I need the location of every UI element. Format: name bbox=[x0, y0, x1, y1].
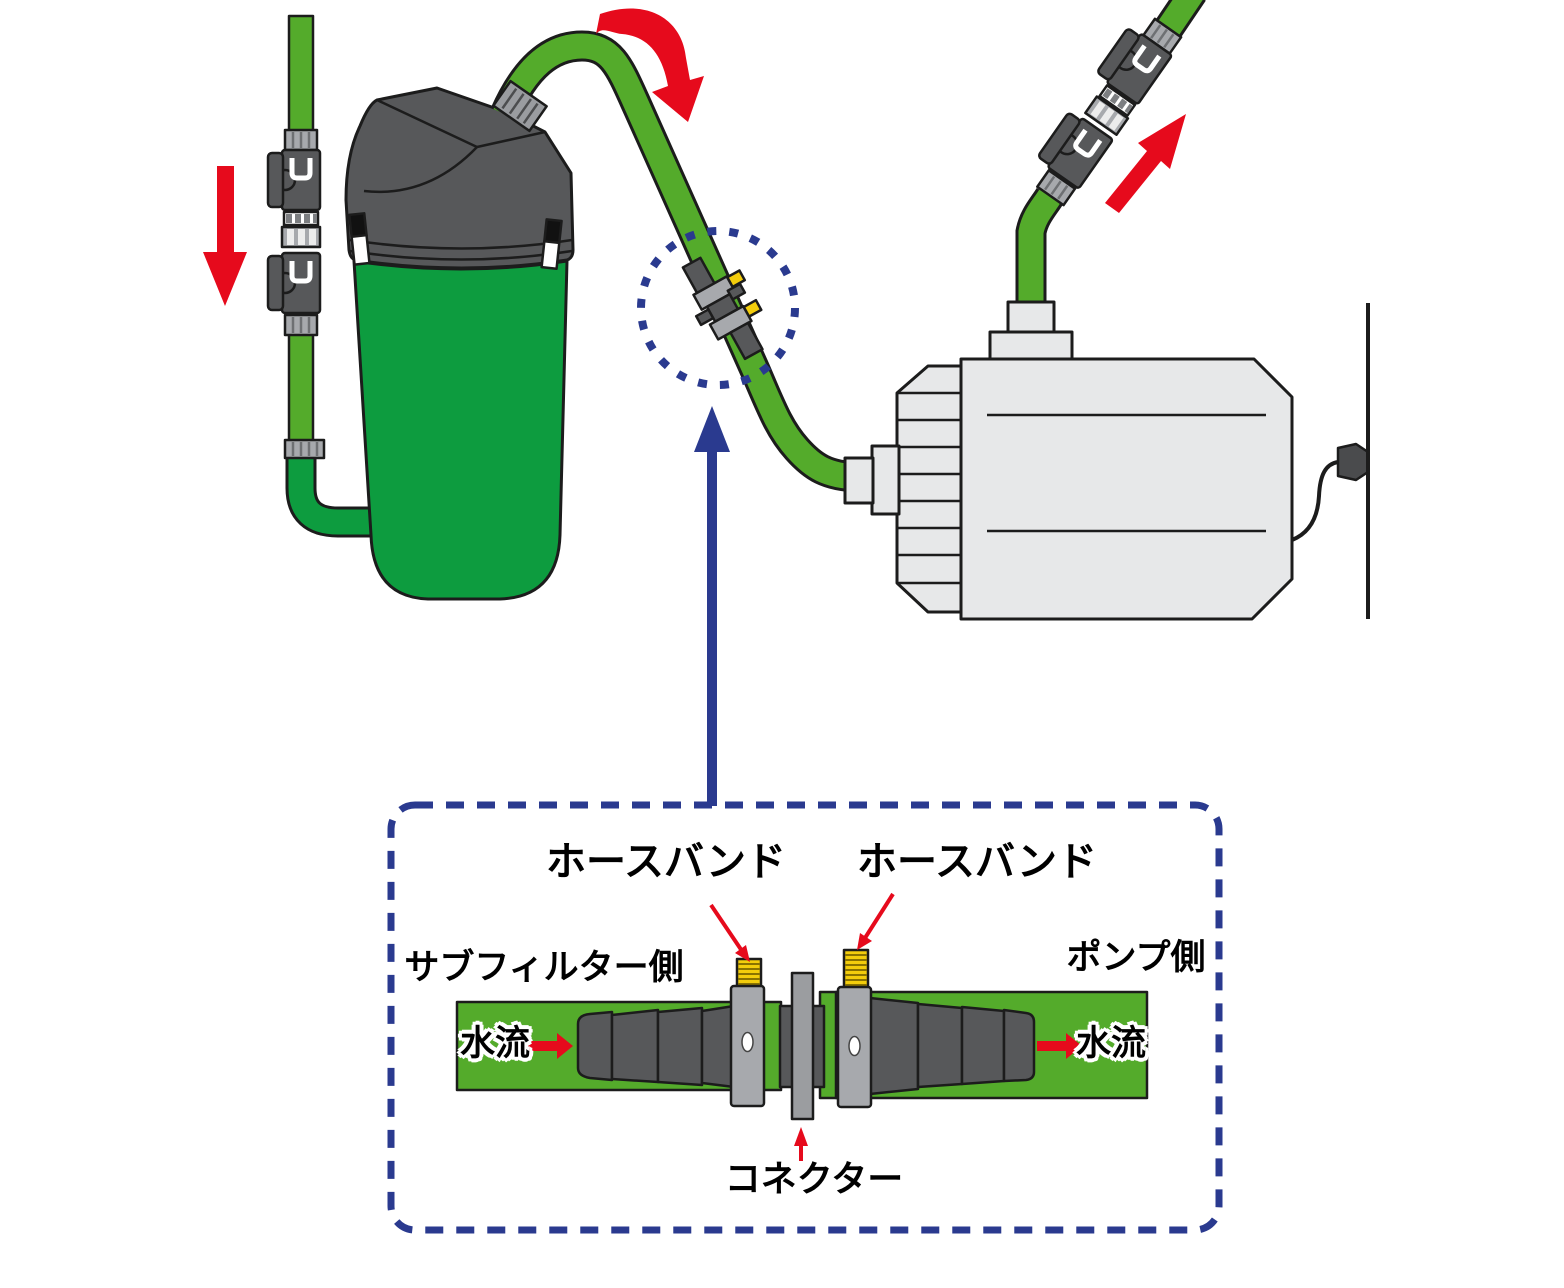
inset-screw-left bbox=[735, 957, 763, 991]
inset-flow-arrow-right-icon bbox=[1037, 1033, 1082, 1059]
canister-body bbox=[352, 259, 569, 601]
double-tap-valve-left bbox=[268, 130, 320, 335]
detail-area-circle-icon bbox=[637, 227, 799, 389]
hose-band-label-right: ホースバンド bbox=[857, 840, 1097, 884]
water-flow-label-right: 水流 bbox=[1075, 1024, 1147, 1063]
main-hose bbox=[490, 30, 859, 493]
pump-top-port bbox=[1006, 300, 1056, 335]
hose-band-label-left: ホースバンド bbox=[546, 840, 786, 884]
return-flow-arrow-icon bbox=[1105, 114, 1186, 213]
hose-connector-assembly bbox=[681, 256, 764, 361]
pump-body bbox=[959, 357, 1294, 621]
inset-label-arrow-right-icon bbox=[857, 892, 895, 950]
power-plug bbox=[1336, 442, 1370, 482]
canister-clip-right bbox=[540, 218, 563, 270]
canister-clip-left bbox=[348, 212, 371, 266]
pump-ribbed-section bbox=[895, 364, 963, 614]
inset-connector-arrow-icon bbox=[794, 1127, 808, 1161]
inset-detail-box bbox=[387, 801, 1223, 1234]
double-tap-valve-right bbox=[1023, 9, 1183, 207]
pump bbox=[843, 300, 1294, 621]
connector-label: コネクター bbox=[724, 1158, 904, 1199]
sub-filter-canister bbox=[344, 86, 575, 601]
inset-barb-right bbox=[868, 996, 1036, 1096]
detail-pointer-arrow-icon bbox=[694, 406, 730, 806]
inset-border bbox=[387, 801, 1223, 1234]
intake-hose-left bbox=[283, 14, 396, 538]
inset-screw-right bbox=[842, 948, 870, 992]
flow-down-arrow-icon bbox=[203, 166, 247, 306]
inset-flow-arrow-left-icon bbox=[528, 1033, 573, 1059]
power-cord bbox=[1291, 460, 1339, 542]
return-hose-right bbox=[1015, 0, 1206, 306]
hose-bend-arrow-icon bbox=[596, 8, 704, 122]
inset-connector-plate bbox=[790, 971, 815, 1121]
hose-coupling bbox=[283, 438, 326, 460]
inset-barb-left bbox=[576, 1004, 736, 1089]
pump-inlet-nozzle bbox=[870, 444, 901, 516]
inset-label-arrow-left-icon bbox=[709, 903, 750, 962]
water-flow-label-left: 水流 bbox=[459, 1024, 531, 1063]
pump-side-label: ポンプ側 bbox=[1066, 938, 1206, 977]
canister-port-collar bbox=[492, 79, 548, 133]
subfilter-side-label: サブフィルター側 bbox=[404, 948, 684, 987]
